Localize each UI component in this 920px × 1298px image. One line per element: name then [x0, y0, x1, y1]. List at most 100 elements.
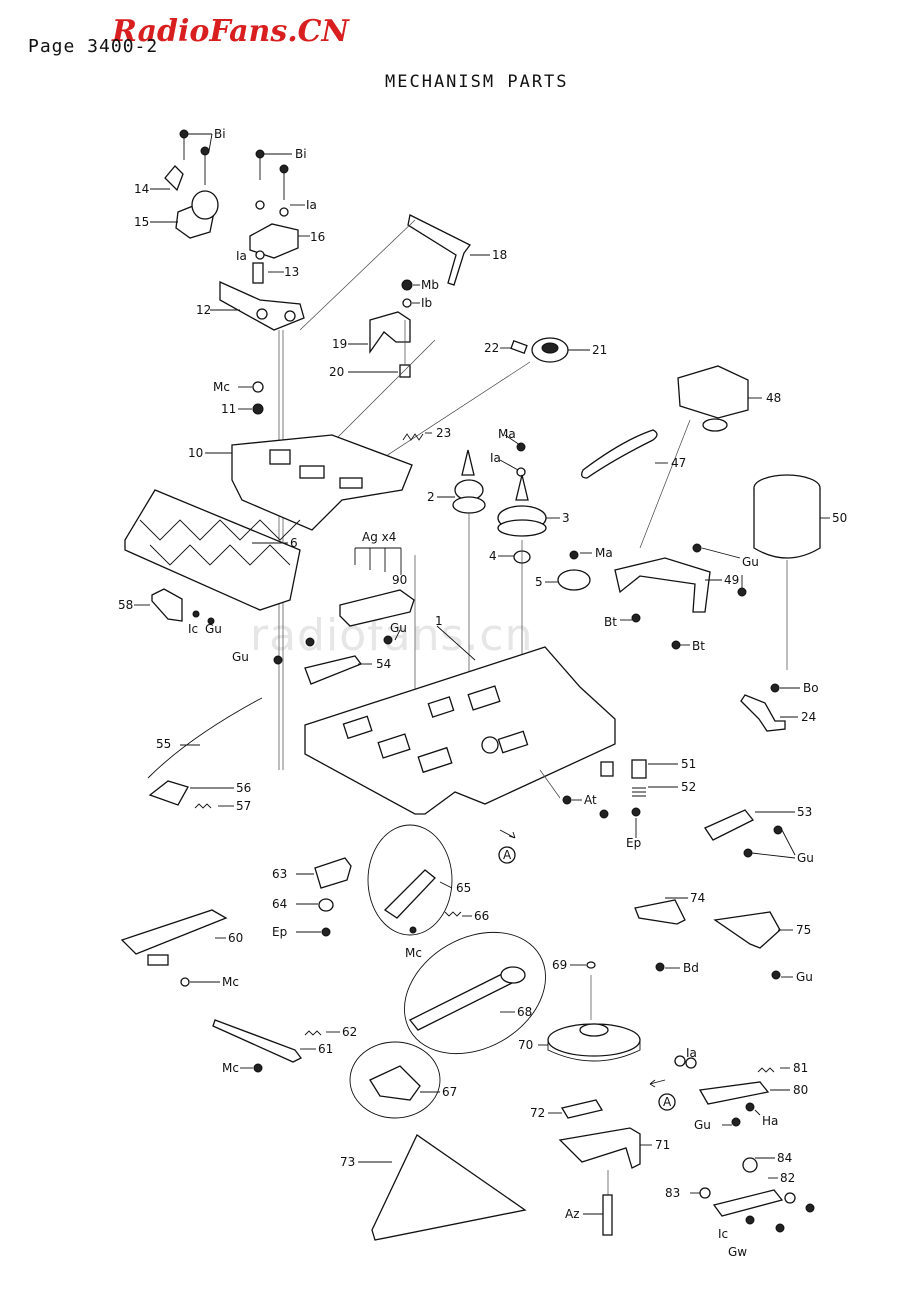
callout-61: 61 [318, 1042, 333, 1056]
callout-15: 15 [134, 215, 149, 229]
callout-ha: Ha [762, 1114, 778, 1128]
roller-21-group [379, 337, 590, 461]
bracket-75 [713, 911, 793, 980]
callout-84: 84 [777, 1151, 792, 1165]
callout-a-1: A [503, 848, 512, 862]
rod-55-group [147, 697, 263, 809]
callout-81: 81 [793, 1061, 808, 1075]
callout-1a-4: Ia [686, 1046, 697, 1060]
callout-53: 53 [797, 805, 812, 819]
callout-mc-1: Mc [213, 380, 230, 394]
callout-10: 10 [188, 446, 203, 460]
callout-54: 54 [376, 657, 391, 671]
head-assembly [150, 129, 310, 770]
spring-stack [599, 759, 678, 838]
callout-75: 75 [796, 923, 811, 937]
callout-a-2: A [663, 1095, 672, 1109]
callout-1: 1 [435, 614, 443, 628]
callout-51: 51 [681, 757, 696, 771]
lever-61-group [212, 1019, 340, 1073]
callout-bt-1: Bt [604, 615, 617, 629]
callout-69: 69 [552, 958, 567, 972]
callout-bd: Bd [683, 961, 699, 975]
bracket-19-group [329, 279, 436, 446]
callout-11: 11 [221, 402, 236, 416]
page-title: MECHANISM PARTS [385, 72, 569, 92]
callout-20: 20 [329, 365, 344, 379]
lever-18 [299, 214, 490, 331]
bracket-53 [704, 809, 796, 859]
plate-58 [134, 588, 215, 625]
callout-72: 72 [530, 1106, 545, 1120]
motor-50 [753, 474, 830, 670]
faint-watermark: radiofans.cn [250, 610, 534, 661]
callout-1b: Ib [421, 296, 432, 310]
callout-gu-1: Gu [742, 555, 759, 569]
belt-47 [581, 429, 658, 479]
bracket-63-group [296, 857, 352, 937]
callout-66: 66 [474, 909, 489, 923]
callout-labels: Bi Bi 14 15 Ia 16 Ia 13 18 12 Mb Ib 19 2… [118, 127, 847, 1259]
callout-2: 2 [427, 490, 435, 504]
flywheel-group [404, 931, 641, 1062]
watermark-logo: RadioFans.CN [112, 14, 349, 49]
bracket-67-group [349, 1041, 441, 1119]
lever-24 [740, 683, 800, 732]
callout-60: 60 [228, 931, 243, 945]
callout-mc-3: Mc [222, 975, 239, 989]
head-block-6 [124, 489, 301, 611]
callout-23: 23 [436, 426, 451, 440]
bracket-82-group [690, 1157, 815, 1233]
callout-gu-7: Gu [694, 1118, 711, 1132]
callout-4: 4 [489, 549, 497, 563]
callout-ma-1: Ma [498, 427, 516, 441]
callout-gu-3: Gu [205, 622, 222, 636]
callout-68: 68 [517, 1005, 532, 1019]
callout-agx4: Ag x4 [362, 530, 396, 544]
lever-65-group [367, 824, 472, 936]
callout-13: 13 [284, 265, 299, 279]
callout-56: 56 [236, 781, 251, 795]
callout-24: 24 [801, 710, 816, 724]
callout-at: At [584, 793, 597, 807]
callout-az: Az [565, 1207, 580, 1221]
callout-21: 21 [592, 343, 607, 357]
callout-90: 90 [392, 573, 407, 587]
callout-ic-2: Ic [718, 1227, 728, 1241]
callout-80: 80 [793, 1083, 808, 1097]
callout-70: 70 [518, 1038, 533, 1052]
callout-ic-1: Ic [188, 622, 198, 636]
screw-at [562, 795, 582, 805]
callout-22: 22 [484, 341, 499, 355]
callout-74: 74 [690, 891, 705, 905]
bracket-74 [634, 897, 688, 972]
slider-60 [120, 909, 228, 987]
callout-ep-2: Ep [272, 925, 287, 939]
callout-50: 50 [832, 511, 847, 525]
page-label: Page 3400-2 [28, 36, 159, 57]
callout-83: 83 [665, 1186, 680, 1200]
callout-ep-1: Ep [626, 836, 641, 850]
reel-spindles [437, 434, 592, 720]
callout-64: 64 [272, 897, 287, 911]
callout-82: 82 [780, 1171, 795, 1185]
counter-48 [639, 365, 762, 549]
bracket-49 [614, 543, 747, 650]
callout-1a-3: Ia [490, 451, 501, 465]
callout-gu-2: Gu [390, 621, 407, 635]
callout-49: 49 [724, 573, 739, 587]
callout-18: 18 [492, 248, 507, 262]
callout-bt-2: Bt [692, 639, 705, 653]
callout-47: 47 [671, 456, 686, 470]
circle-a1 [498, 846, 516, 864]
belt-73 [371, 1134, 527, 1241]
callout-52: 52 [681, 780, 696, 794]
callout-mc-4: Mc [222, 1061, 239, 1075]
arrow-a1 [499, 829, 516, 839]
callout-bo: Bo [803, 681, 819, 695]
callout-55: 55 [156, 737, 171, 751]
callout-12: 12 [196, 303, 211, 317]
callout-gw: Gw [728, 1245, 747, 1259]
callout-67: 67 [442, 1085, 457, 1099]
